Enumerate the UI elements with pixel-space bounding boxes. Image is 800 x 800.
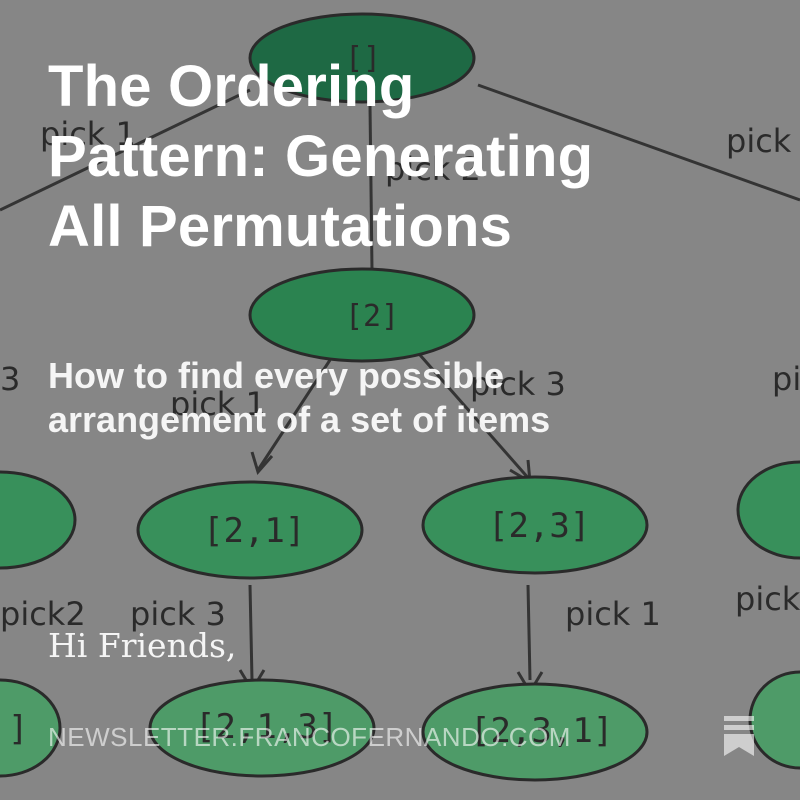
node-edge-left-bottom-label: ] [8,709,28,749]
page-title: The Ordering Pattern: Generating All Per… [48,54,594,259]
node-bottom-left [148,678,376,778]
edge-label-pick-right-top: pick [726,122,792,160]
node-edge-right [736,460,800,560]
page-subtitle: How to find every possible arrangement o… [48,355,551,440]
node-edge-left-bottom [0,678,62,778]
node-bottom-left-label: [2,1,3] [195,707,338,747]
edge-label-pick2-top: pick 2 [385,150,481,188]
node-root [248,12,476,104]
edge-label-pick3-mid: pick 3 [470,365,566,403]
edge-label-pick1-bottom: pick 1 [565,595,661,633]
bookmark-icon[interactable] [724,716,754,756]
edge-line [526,584,532,681]
edge-line [368,104,374,271]
node-bottom-right-label: [2,3,1] [470,711,613,751]
node-mid-center-label: [2] [345,299,399,334]
arrowhead [250,451,274,476]
node-bottom-right [421,682,649,782]
node-edge-left [0,470,77,570]
edge-label-pick3-left: 3 [0,360,20,398]
node-right-mid [421,475,649,575]
edge-line [256,359,332,471]
edge-label-pick3-bottom: pick 3 [130,595,226,633]
edge-line [477,83,800,202]
edge-line [0,88,251,212]
node-right-mid-label: [2,3] [488,506,590,546]
node-mid-center [248,267,476,363]
edge-label-pick-right-bottom: pick [735,580,800,618]
edge-label-pick2-bottom: pick2 [0,595,86,633]
newsletter-url[interactable]: NEWSLETTER.FRANCOFERNANDO.COM [48,722,571,752]
edge-label-pick1-top: pick 1 [40,115,136,153]
node-root-label: [] [345,41,381,76]
edge-label-pick1-mid: pick 1 [170,385,266,423]
node-left-mid [136,480,364,580]
edge-line [248,584,254,681]
edge-line [418,354,532,481]
greeting-text: Hi Friends, [48,626,237,665]
edge-label-pick-right-mid: pi [772,360,800,398]
node-left-mid-label: [2,1] [203,511,305,551]
